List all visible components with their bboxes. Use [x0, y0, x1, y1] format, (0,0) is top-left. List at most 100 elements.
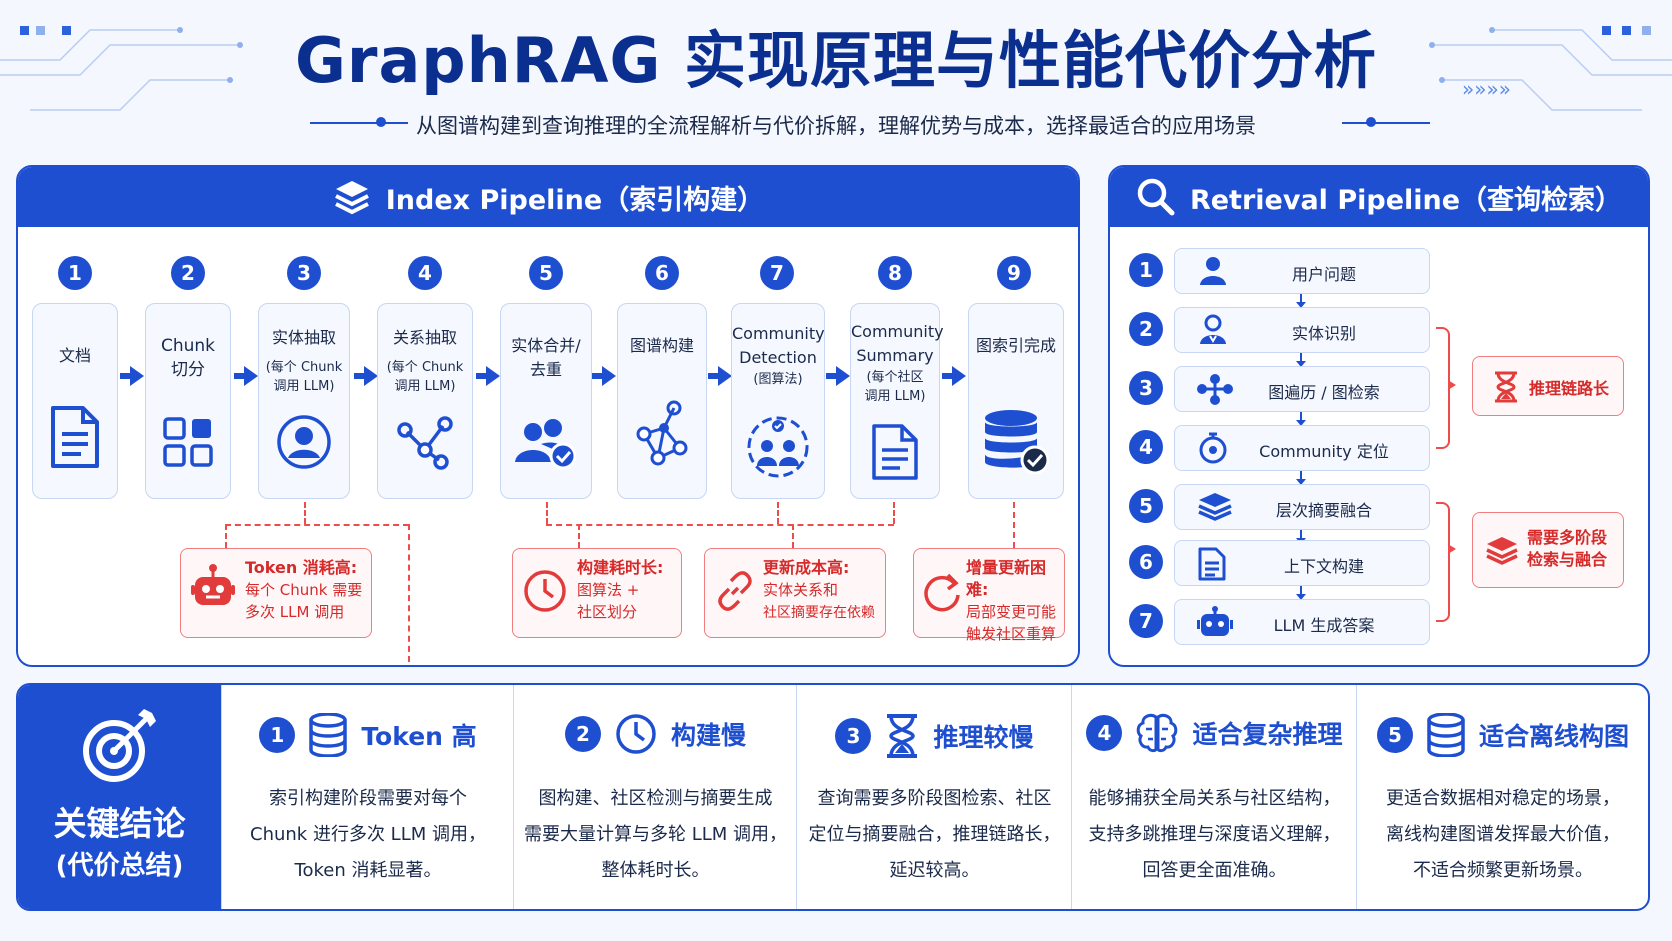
- conclusion-line: 支持多跳推理与深度语义理解，: [1088, 824, 1341, 845]
- user-tag-icon: [1200, 314, 1226, 344]
- cost-text: 局部变更可能: [966, 603, 1057, 621]
- retrieval-step-number: 7: [1129, 604, 1163, 638]
- cost-text: 多次 LLM 调用: [245, 603, 345, 621]
- conclusion-line: 整体耗时长。: [601, 860, 710, 881]
- index-stage-graph-build[interactable]: 图谱构建: [617, 303, 707, 499]
- conclusion-line: 不适合频繁更新场景。: [1413, 860, 1593, 881]
- stacked-layers-icon: [1486, 537, 1518, 565]
- index-stage-document[interactable]: 文档: [32, 303, 118, 499]
- cost-text: 图算法 +: [577, 581, 640, 599]
- index-step-number: 3: [287, 256, 321, 290]
- conclusion-line: 延迟较高。: [889, 860, 980, 881]
- index-stage-relation-extraction[interactable]: 关系抽取(每个 Chunk 调用 LLM): [377, 303, 473, 499]
- target-timer-icon: [1199, 432, 1227, 464]
- connector-dashed: [304, 502, 306, 524]
- index-stage-entity-merge[interactable]: 实体合并/去重: [500, 303, 592, 499]
- retrieval-step-label: 实体识别: [1291, 324, 1356, 343]
- cost-title: 增量更新困难:: [966, 558, 1047, 599]
- conclusion-number: 5: [1376, 717, 1413, 753]
- conclusion-line: Chunk 进行多次 LLM 调用，: [250, 824, 486, 845]
- flow-arrow-down: [1296, 586, 1306, 600]
- conclusion-item-complex-reasoning: 4 适合复杂推理 能够捕获全局关系与社区结构，支持多跳推理与深度语义理解，回答更…: [1071, 685, 1357, 909]
- conclusion-line: 能够捕获全局关系与社区结构，: [1088, 788, 1341, 809]
- retrieval-step-community-locate[interactable]: Community 定位: [1174, 425, 1430, 471]
- retrieval-step-number: 6: [1129, 545, 1163, 579]
- index-step-number: 7: [760, 256, 794, 290]
- conclusion-item-reasoning-slow: 3 推理较慢 查询需要多阶段图检索、社区定位与摘要融合，推理链路长，延迟较高。: [796, 685, 1072, 909]
- cost-text: 触发社区重算: [966, 625, 1057, 643]
- tag-multistage-fusion: 需要多阶段检索与融合: [1472, 512, 1624, 588]
- stage-label: Summary: [856, 346, 934, 365]
- index-pipeline-header: Index Pipeline（索引构建）: [18, 167, 1078, 227]
- index-stage-graph-index-complete[interactable]: 图索引完成: [968, 303, 1064, 499]
- page-subtitle: 从图谱构建到查询推理的全流程解析与代价拆解，理解优势与成本，选择最适合的应用场景: [416, 114, 1256, 138]
- tag-label: 检索与融合: [1527, 550, 1608, 569]
- conclusion-heading: 构建慢: [670, 721, 746, 750]
- retrieval-step-number: 3: [1129, 371, 1163, 405]
- stage-label: 实体抽取: [271, 328, 336, 347]
- index-step-number: 5: [529, 256, 563, 290]
- retrieval-pipeline-panel: Retrieval Pipeline（查询检索）: [1108, 165, 1650, 667]
- subtitle-divider-left: [310, 122, 408, 124]
- tag-label: 需要多阶段: [1527, 528, 1608, 547]
- layers-icon: [334, 181, 369, 215]
- retrieval-step-context-build[interactable]: 上下文构建: [1174, 540, 1430, 586]
- retrieval-pipeline-header: Retrieval Pipeline（查询检索）: [1110, 167, 1648, 227]
- conclusion-heading: 适合离线构图: [1478, 722, 1629, 751]
- conclusion-line: Token 消耗显著。: [294, 860, 442, 881]
- layers-icon: [1198, 493, 1232, 521]
- users-check-icon: [515, 419, 577, 470]
- cost-title: Token 消耗高:: [245, 558, 358, 577]
- conclusion-line: 回答更全面准确。: [1142, 860, 1287, 881]
- summary-document-icon: [872, 424, 918, 480]
- stage-label: 实体合并/: [511, 336, 581, 355]
- index-step-number: 4: [408, 256, 442, 290]
- conclusion-line: 查询需要多阶段图检索、社区: [817, 788, 1052, 809]
- tag-label: 推理链路长: [1529, 379, 1610, 398]
- conclusion-line: 定位与摘要融合，推理链路长，: [808, 824, 1061, 845]
- retrieval-step-number: 4: [1129, 430, 1163, 464]
- subtitle-divider-right: [1342, 122, 1430, 124]
- conclusion-number: 2: [564, 716, 601, 752]
- index-step-number: 9: [997, 256, 1031, 290]
- stage-note: (每个社区 调用 LLM): [864, 370, 926, 404]
- connector-dashed: [777, 502, 779, 524]
- svg-text:»»»»: »»»»: [1462, 77, 1511, 101]
- retrieval-step-llm-answer[interactable]: LLM 生成答案: [1174, 599, 1430, 645]
- cost-token-box: Token 消耗高:每个 Chunk 需要多次 LLM 调用: [180, 548, 372, 638]
- retrieval-step-number: 1: [1129, 253, 1163, 287]
- retrieval-step-label: 层次摘要融合: [1275, 501, 1372, 520]
- retrieval-step-label: 上下文构建: [1283, 557, 1364, 576]
- retrieval-step-summary-fusion[interactable]: 层次摘要融合: [1174, 484, 1430, 530]
- flow-arrow-down: [1296, 412, 1306, 426]
- conclusion-line: 索引构建阶段需要对每个: [269, 788, 467, 809]
- tag-reasoning-chain: 推理链路长: [1472, 356, 1624, 416]
- retrieval-pipeline-title: Retrieval Pipeline（查询检索）: [1189, 184, 1623, 216]
- conclusion-item-offline-graph: 5 适合离线构图 更适合数据相对稳定的场景，离线构建图谱发挥最大价值，不适合频繁…: [1356, 685, 1648, 909]
- page-title: GraphRAG 实现原理与性能代价分析: [294, 24, 1378, 97]
- connector-dashed: [578, 524, 580, 548]
- community-icon: [747, 416, 809, 478]
- subtitle-dot-right: [1366, 117, 1376, 127]
- stage-label: Community: [851, 322, 944, 341]
- user-circle-icon: [277, 415, 331, 469]
- retrieval-step-user-question[interactable]: 用户问题: [1174, 248, 1430, 294]
- target-icon: [83, 709, 156, 782]
- stage-label: 文档: [58, 346, 91, 365]
- conclusion-number: 4: [1086, 715, 1123, 751]
- conclusion-heading: Token 高: [361, 722, 477, 751]
- retrieval-step-entity-recognition[interactable]: 实体识别: [1174, 307, 1430, 353]
- retrieval-step-graph-traversal[interactable]: 图遍历 / 图检索: [1174, 366, 1430, 412]
- conclusion-line: 离线构建图谱发挥最大价值，: [1386, 824, 1620, 845]
- connector-dashed: [792, 524, 794, 548]
- conclusion-title-block: 关键结论 (代价总结): [18, 685, 221, 909]
- hierarchy-icon: [1197, 374, 1233, 405]
- flow-arrow: [476, 366, 500, 386]
- stage-label: Community: [732, 324, 825, 343]
- conclusion-line: 需要大量计算与多轮 LLM 调用，: [523, 824, 788, 845]
- refresh-icon: [924, 573, 960, 612]
- index-stage-entity-extraction[interactable]: 实体抽取(每个 Chunk 调用 LLM): [258, 303, 350, 499]
